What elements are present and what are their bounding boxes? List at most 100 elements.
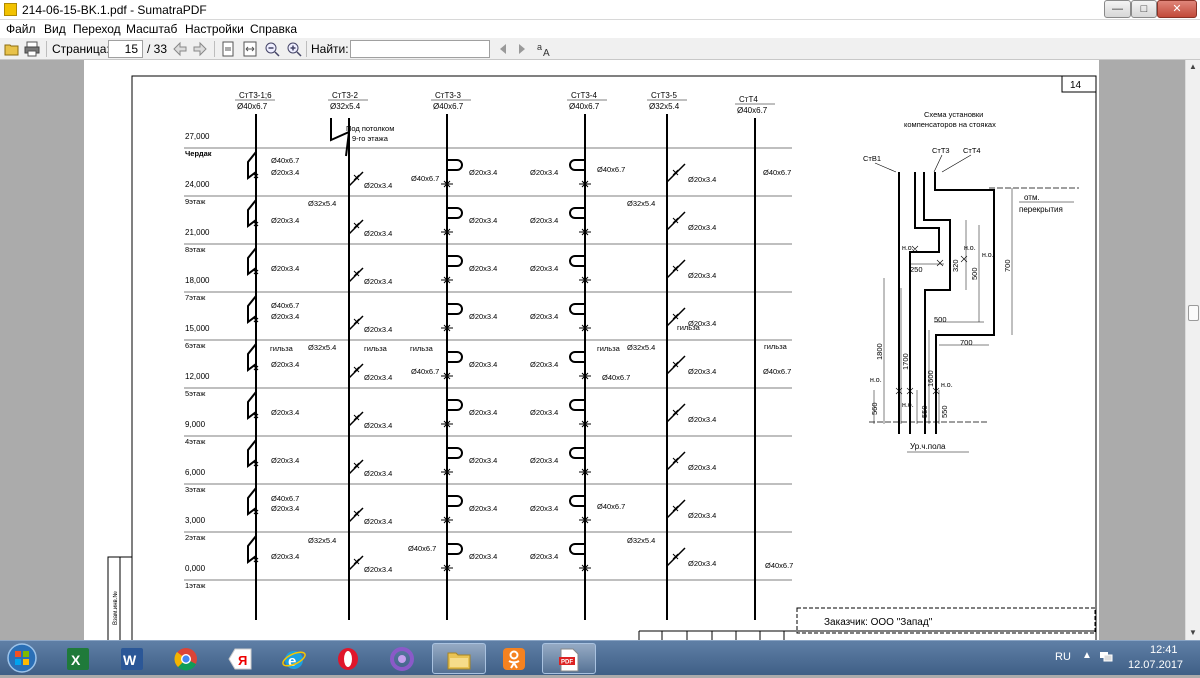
- pipe-label: гильза: [764, 342, 788, 351]
- scheme-floor-level: Ур.ч.пола: [910, 442, 946, 451]
- valve-icon: [253, 221, 259, 227]
- pipe-label: Ø32х5.4: [308, 343, 336, 352]
- valve-icon: [441, 420, 453, 428]
- taskbar-app[interactable]: [376, 643, 430, 674]
- minimize-button[interactable]: —: [1104, 0, 1131, 18]
- zoom-in-icon[interactable]: [286, 41, 302, 57]
- branch-pipe: [348, 171, 364, 187]
- fit-page-icon[interactable]: [220, 41, 236, 57]
- scheme-riser-b1: СтВ1: [863, 154, 881, 163]
- scheme-title-2: компенсаторов на стояках: [904, 120, 996, 129]
- taskbar-chrome[interactable]: [160, 643, 214, 674]
- menu-settings[interactable]: Настройки: [185, 22, 244, 36]
- document-area[interactable]: 14 Взам.инв.№ Заказчик: ООО "Запад" 27,0…: [0, 60, 1185, 640]
- clock-date[interactable]: 12.07.2017: [1128, 659, 1184, 671]
- menu-bar: Файл Вид Переход Масштаб Настройки Справ…: [0, 20, 1200, 38]
- valve-icon: [672, 409, 679, 416]
- valve-icon: [441, 372, 453, 380]
- menu-go[interactable]: Переход: [73, 22, 121, 36]
- riser-diameter: Ø40х6.7: [737, 106, 768, 115]
- prev-page-icon[interactable]: [172, 41, 188, 57]
- floor-name: 4этаж: [185, 437, 205, 446]
- no-label-2: н.о.: [964, 245, 976, 252]
- pipe-label: гильза: [270, 344, 294, 353]
- taskbar-opera[interactable]: [322, 643, 376, 674]
- next-page-icon[interactable]: [192, 41, 208, 57]
- maximize-button[interactable]: □: [1131, 0, 1157, 18]
- valve-icon: [672, 217, 679, 224]
- level-elevation: 6,000: [185, 468, 206, 477]
- valve-icon: [672, 169, 679, 176]
- valve-icon: [672, 505, 679, 512]
- clock-time[interactable]: 12:41: [1150, 644, 1178, 656]
- u-loop: [447, 495, 463, 507]
- valve-icon: [441, 276, 453, 284]
- pipe-label: Ø20х3.4: [530, 168, 558, 177]
- scroll-up-icon[interactable]: ▲: [1189, 62, 1197, 71]
- riser-offset: [330, 118, 351, 157]
- u-loop: [447, 543, 463, 555]
- menu-view[interactable]: Вид: [44, 22, 66, 36]
- fit-width-icon[interactable]: [242, 41, 258, 57]
- find-prev-icon[interactable]: [495, 41, 511, 57]
- pipe-label: Ø20х3.4: [469, 504, 497, 513]
- pipe-label: гильза: [597, 344, 621, 353]
- scroll-thumb[interactable]: [1188, 305, 1199, 321]
- start-button[interactable]: [2, 642, 42, 675]
- taskbar-sumatrapdf[interactable]: PDF: [542, 643, 596, 674]
- word-icon: W: [121, 648, 143, 670]
- pipe-label: Ø20х3.4: [469, 552, 497, 561]
- tray-arrow-icon[interactable]: ▲: [1082, 650, 1092, 661]
- valve-icon: [441, 228, 453, 236]
- riser-diameter: Ø32х5.4: [330, 102, 361, 111]
- yandex-browser-icon: Я: [228, 648, 252, 670]
- valve-icon: [253, 269, 259, 275]
- valve-icon: [253, 461, 259, 467]
- taskbar-explorer[interactable]: [432, 643, 486, 674]
- close-button[interactable]: ✕: [1157, 0, 1197, 18]
- taskbar-ie[interactable]: e: [268, 643, 322, 674]
- opera-icon: [338, 648, 358, 670]
- u-loop: [569, 303, 585, 315]
- page-number-input[interactable]: [108, 40, 143, 58]
- u-loop: [447, 159, 463, 171]
- menu-help[interactable]: Справка: [250, 22, 298, 36]
- riser-diameter: Ø40х6.7: [433, 102, 464, 111]
- u-loop: [569, 207, 585, 219]
- vertical-scrollbar[interactable]: ▲ ▼: [1185, 60, 1200, 640]
- menu-zoom[interactable]: Масштаб: [126, 22, 178, 36]
- find-next-icon[interactable]: [514, 41, 530, 57]
- print-icon[interactable]: [24, 41, 40, 57]
- level-elevation: 15,000: [185, 324, 210, 333]
- compensator-kink: [247, 295, 257, 324]
- taskbar-yandex[interactable]: Я: [214, 643, 268, 674]
- level-elevation: 24,000: [185, 180, 210, 189]
- floor-name: 5этаж: [185, 389, 205, 398]
- svg-text:X: X: [71, 652, 81, 668]
- tray-network-icon[interactable]: [1099, 649, 1113, 666]
- excel-icon: X: [67, 648, 89, 670]
- taskbar-word[interactable]: W: [106, 643, 160, 674]
- dim-1600: 1600: [926, 370, 935, 387]
- valve-icon: [353, 414, 360, 421]
- pipe-label: Ø20х3.4: [364, 229, 392, 238]
- zoom-out-icon[interactable]: [264, 41, 280, 57]
- scroll-down-icon[interactable]: ▼: [1189, 628, 1197, 637]
- open-icon[interactable]: [4, 41, 20, 57]
- level-elevation: 21,000: [185, 228, 210, 237]
- valve-icon: [253, 509, 259, 515]
- branch-pipe: [348, 315, 364, 331]
- language-indicator[interactable]: RU: [1055, 651, 1071, 663]
- find-input[interactable]: [350, 40, 490, 58]
- taskbar-odnoklassniki[interactable]: [488, 643, 542, 674]
- pipe-label: Ø20х3.4: [364, 325, 392, 334]
- menu-file[interactable]: Файл: [6, 22, 36, 36]
- level-elevation: 9,000: [185, 420, 206, 429]
- pipe-label: Ø40х6.7: [408, 544, 436, 553]
- taskbar-excel[interactable]: X: [52, 643, 106, 674]
- pipe-label: Ø20х3.4: [530, 504, 558, 513]
- pipe-label: Ø20х3.4: [469, 408, 497, 417]
- pdf-icon: PDF: [559, 648, 579, 672]
- valve-icon: [579, 564, 591, 572]
